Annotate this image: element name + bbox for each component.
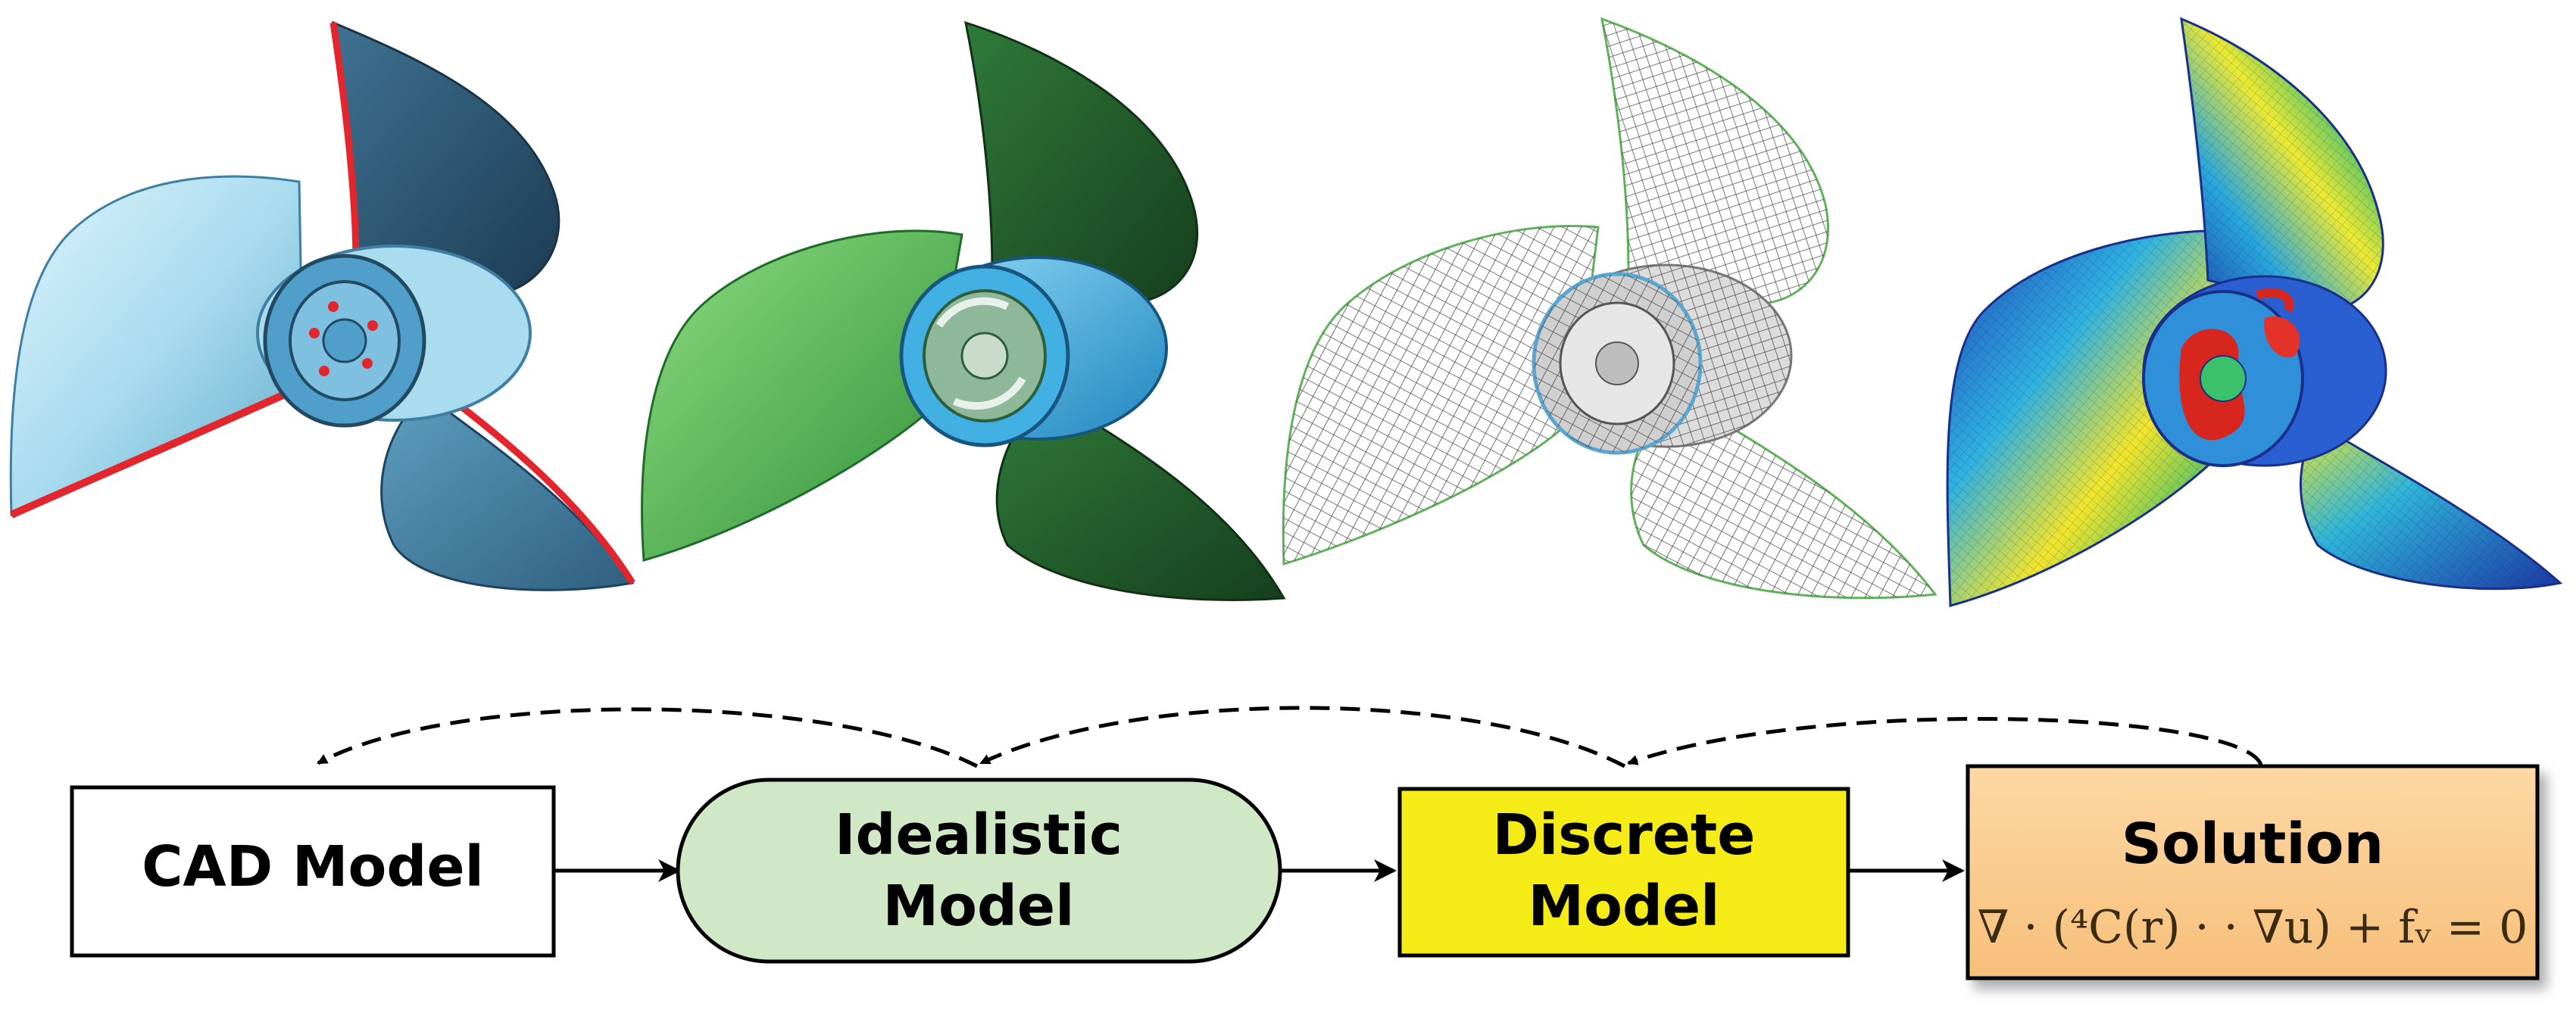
cad-model-box: CAD Model: [70, 785, 556, 958]
cad-blade-top-edge: [329, 22, 360, 266]
idealistic-model-box: Idealistic Model: [676, 778, 1282, 964]
idealistic-propeller-image: [641, 20, 1286, 601]
feedback-arrow-ideal-to-cad: [317, 707, 979, 768]
cad-propeller-image: [9, 20, 635, 591]
solution-propeller-image: [1946, 17, 2563, 607]
ideal-blade-top: [964, 20, 1199, 304]
discrete-model-label-line2: Model: [1528, 874, 1719, 939]
cad-model-label: CAD Model: [142, 834, 484, 899]
feedback-arrow-solution-to-discrete: [1627, 716, 2263, 766]
ideal-blade-left: [641, 229, 963, 562]
cad-blade-left-edge: [9, 382, 305, 519]
cad-blade-bottom: [380, 392, 635, 591]
feedback-arrow-discrete-to-ideal: [979, 706, 1626, 768]
discrete-model-label-line1: Discrete: [1493, 803, 1756, 868]
solution-box: Solution ∇ · (⁴C(r) · · ∇u) + fᵥ = 0: [1966, 764, 2540, 980]
solution-label: Solution: [2122, 812, 2384, 877]
ideal-blade-bottom: [995, 392, 1286, 601]
feedback-arrows: [317, 706, 2263, 768]
solution-equation: ∇ · (⁴C(r) · · ∇u) + fᵥ = 0: [1978, 901, 2528, 954]
discrete-propeller-image: [1282, 17, 1937, 600]
discrete-model-box: Discrete Model: [1397, 787, 1850, 958]
idealistic-model-label-line2: Model: [882, 874, 1074, 939]
idealistic-model-label-line1: Idealistic: [835, 803, 1123, 868]
